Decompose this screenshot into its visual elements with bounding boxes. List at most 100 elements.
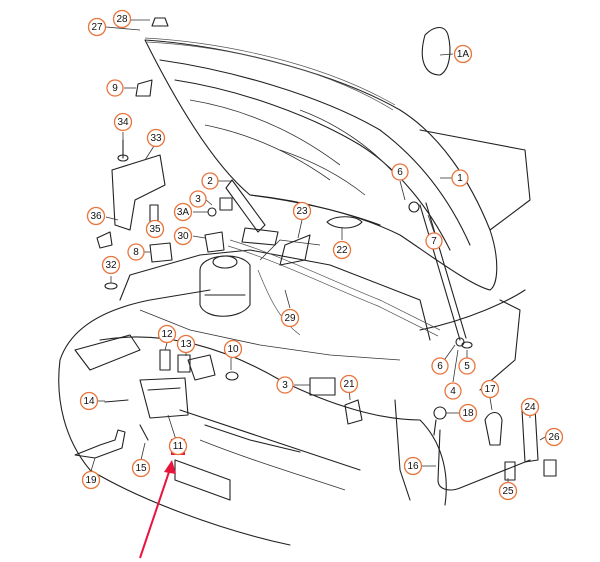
callout-label: 30	[177, 231, 189, 242]
callout-label: 2	[207, 176, 213, 187]
callout-label: 33	[150, 133, 162, 144]
callout-label: 3A	[177, 207, 190, 218]
callout-c8: 8	[127, 243, 145, 261]
callout-label: 35	[149, 224, 161, 235]
callout-c10: 10	[223, 339, 243, 359]
callout-label: 10	[227, 344, 239, 355]
callout-circle	[168, 436, 188, 456]
callout-c3A: 3A	[173, 202, 193, 222]
callout-c28: 28	[112, 9, 132, 29]
callout-circle	[425, 232, 443, 250]
callout-circle	[480, 379, 500, 399]
callout-circle	[339, 374, 359, 394]
callout-label: 11	[173, 441, 184, 452]
callout-circle	[453, 44, 473, 64]
callout-c16: 16	[403, 456, 423, 476]
callout-c30: 30	[173, 226, 193, 246]
callout-circle	[112, 9, 132, 29]
callout-c14: 14	[79, 391, 99, 411]
callout-label: 18	[462, 408, 474, 419]
callout-circle	[223, 339, 243, 359]
callout-circle	[276, 376, 294, 394]
callout-label: 32	[105, 260, 117, 271]
callout-circle	[146, 128, 166, 148]
callout-label: 15	[135, 463, 147, 474]
callout-label: 36	[90, 211, 102, 222]
callout-circle	[79, 391, 99, 411]
callout-label: 6	[397, 167, 403, 178]
callout-label: 8	[133, 247, 139, 258]
callout-label: 4	[450, 386, 456, 397]
callout-label: 26	[548, 432, 560, 443]
callout-c21: 21	[339, 374, 359, 394]
seal-strip	[227, 239, 441, 337]
callout-c35: 35	[145, 219, 165, 239]
callout-c29: 29	[280, 308, 300, 328]
callout-c18: 18	[458, 403, 478, 423]
callout-c27: 27	[87, 17, 107, 37]
callout-c34: 34	[113, 112, 133, 132]
callout-circle	[173, 226, 193, 246]
callout-c7: 7	[425, 232, 443, 250]
callout-c3: 3	[189, 190, 207, 208]
callout-label: 25	[502, 486, 514, 497]
callout-circle	[86, 206, 106, 226]
callout-label: 6	[437, 361, 443, 372]
callout-label: 27	[91, 22, 103, 33]
callout-c24: 24	[520, 397, 540, 417]
callout-c6a: 6	[391, 163, 409, 181]
callout-circle	[280, 308, 300, 328]
callout-circle	[444, 382, 462, 400]
callout-circle	[451, 169, 469, 187]
callout-label: 21	[343, 379, 355, 390]
callout-label: 13	[180, 339, 192, 350]
callout-c3b: 3	[276, 376, 294, 394]
hood	[144, 37, 498, 291]
callout-label: 9	[112, 83, 118, 94]
callout-label: 16	[407, 461, 419, 472]
callout-circle	[201, 172, 219, 190]
callout-label: 19	[85, 475, 97, 486]
callout-circle	[176, 334, 196, 354]
callout-c15: 15	[131, 458, 151, 478]
small-parts	[74, 17, 557, 491]
callout-c4: 4	[444, 382, 462, 400]
callout-c1A: 1A	[453, 44, 473, 64]
callout-circle	[157, 324, 177, 344]
gas-strut	[408, 201, 467, 347]
callout-c13: 13	[176, 334, 196, 354]
callout-c9: 9	[106, 79, 124, 97]
callout-circle	[520, 397, 540, 417]
callout-circle	[458, 403, 478, 423]
callout-circle	[391, 163, 409, 181]
callout-circle	[81, 470, 101, 490]
callout-c32: 32	[101, 255, 121, 275]
callout-c6b: 6	[431, 357, 449, 375]
callout-c5: 5	[458, 357, 476, 375]
callout-label: 12	[161, 329, 173, 340]
callout-circle	[173, 202, 193, 222]
callout-circle	[101, 255, 121, 275]
callout-c19: 19	[81, 470, 101, 490]
callout-circle	[544, 427, 564, 447]
callout-c17: 17	[480, 379, 500, 399]
callout-c33: 33	[146, 128, 166, 148]
callout-c22: 22	[332, 240, 352, 260]
callout-c11: 11	[168, 436, 188, 456]
callout-c23: 23	[292, 201, 312, 221]
callout-circle	[498, 481, 518, 501]
callout-label: 17	[484, 384, 496, 395]
callout-label: 23	[296, 206, 308, 217]
car-body	[58, 129, 531, 546]
callout-circle	[431, 357, 449, 375]
callout-label: 34	[117, 117, 129, 128]
callout-circle	[332, 240, 352, 260]
callout-label: 3	[282, 380, 288, 391]
callout-c26: 26	[544, 427, 564, 447]
callout-circle	[458, 357, 476, 375]
callout-circle	[403, 456, 423, 476]
callout-circle	[292, 201, 312, 221]
callout-label: 7	[431, 236, 437, 247]
